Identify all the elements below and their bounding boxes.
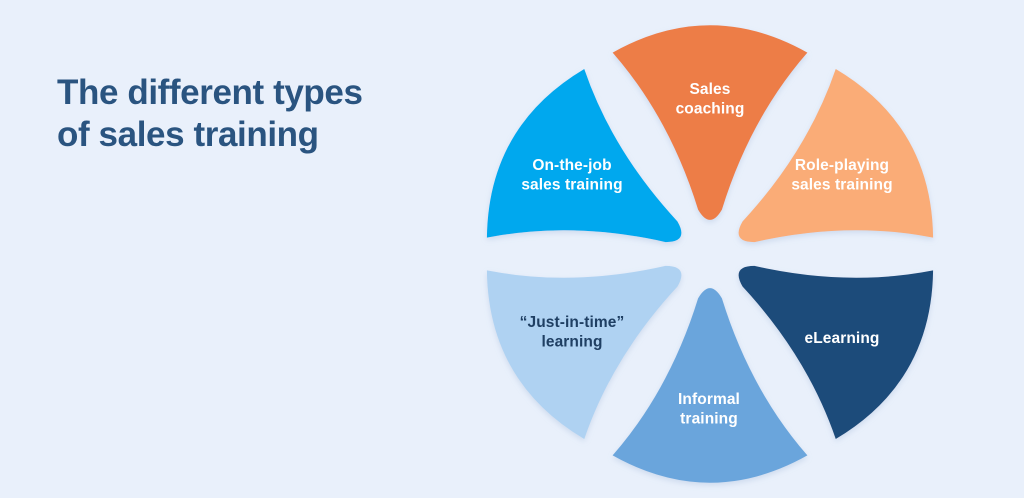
page-title-line-1: The different types xyxy=(57,73,363,112)
petal-shape-elearning[interactable] xyxy=(738,265,934,440)
petal-label-just-in-time-learning: “Just-in-time” learning xyxy=(520,314,625,351)
petal-label-text-on-the-job-sales-training: On-the-job sales training xyxy=(521,157,622,194)
petal-label-line-1: Sales xyxy=(689,81,730,98)
petal-label-text-role-playing-sales-training: Role-playing sales training xyxy=(791,157,892,194)
petal-shape-role-playing-sales-training[interactable] xyxy=(738,68,934,243)
petal-shape-on-the-job-sales-training[interactable] xyxy=(486,68,682,243)
petal-label-text-sales-coaching: Sales coaching xyxy=(676,81,745,118)
petal-sales-coaching[interactable] xyxy=(612,25,808,220)
page-title-line-2: of sales training xyxy=(57,115,319,154)
petal-label-line-1: eLearning xyxy=(805,330,880,347)
petal-just-in-time-learning[interactable] xyxy=(486,265,682,440)
petal-label-line-2: coaching xyxy=(676,101,745,118)
petal-label-line-2: learning xyxy=(541,334,602,351)
petal-label-text-informal-training: Informal training xyxy=(678,391,740,428)
petal-label-informal-training: Informal training xyxy=(678,391,740,428)
petal-informal-training[interactable] xyxy=(612,288,808,483)
petal-label-text-elearning: eLearning xyxy=(805,330,880,347)
petal-label-line-2: sales training xyxy=(521,177,622,194)
petal-shape-just-in-time-learning[interactable] xyxy=(486,265,682,440)
petal-shape-sales-coaching[interactable] xyxy=(612,25,808,220)
petal-role-playing-sales-training[interactable] xyxy=(738,68,934,243)
page-title: The different types of sales training xyxy=(57,72,447,156)
petal-label-line-2: training xyxy=(680,411,738,428)
petal-label-elearning: eLearning xyxy=(805,330,880,347)
petal-label-text-just-in-time-learning: “Just-in-time” learning xyxy=(520,314,625,351)
petal-on-the-job-sales-training[interactable] xyxy=(486,68,682,243)
petal-elearning[interactable] xyxy=(738,265,934,440)
petal-label-on-the-job-sales-training: On-the-job sales training xyxy=(521,157,622,194)
petal-label-line-1: “Just-in-time” xyxy=(520,314,625,331)
petal-label-line-1: Role-playing xyxy=(795,157,889,174)
petal-shape-informal-training[interactable] xyxy=(612,288,808,483)
petal-layer xyxy=(486,25,934,483)
petal-label-line-1: On-the-job xyxy=(532,157,611,174)
petal-label-line-1: Informal xyxy=(678,391,740,408)
petal-label-line-2: sales training xyxy=(791,177,892,194)
petal-label-role-playing-sales-training: Role-playing sales training xyxy=(791,157,892,194)
petal-label-sales-coaching: Sales coaching xyxy=(676,81,745,118)
